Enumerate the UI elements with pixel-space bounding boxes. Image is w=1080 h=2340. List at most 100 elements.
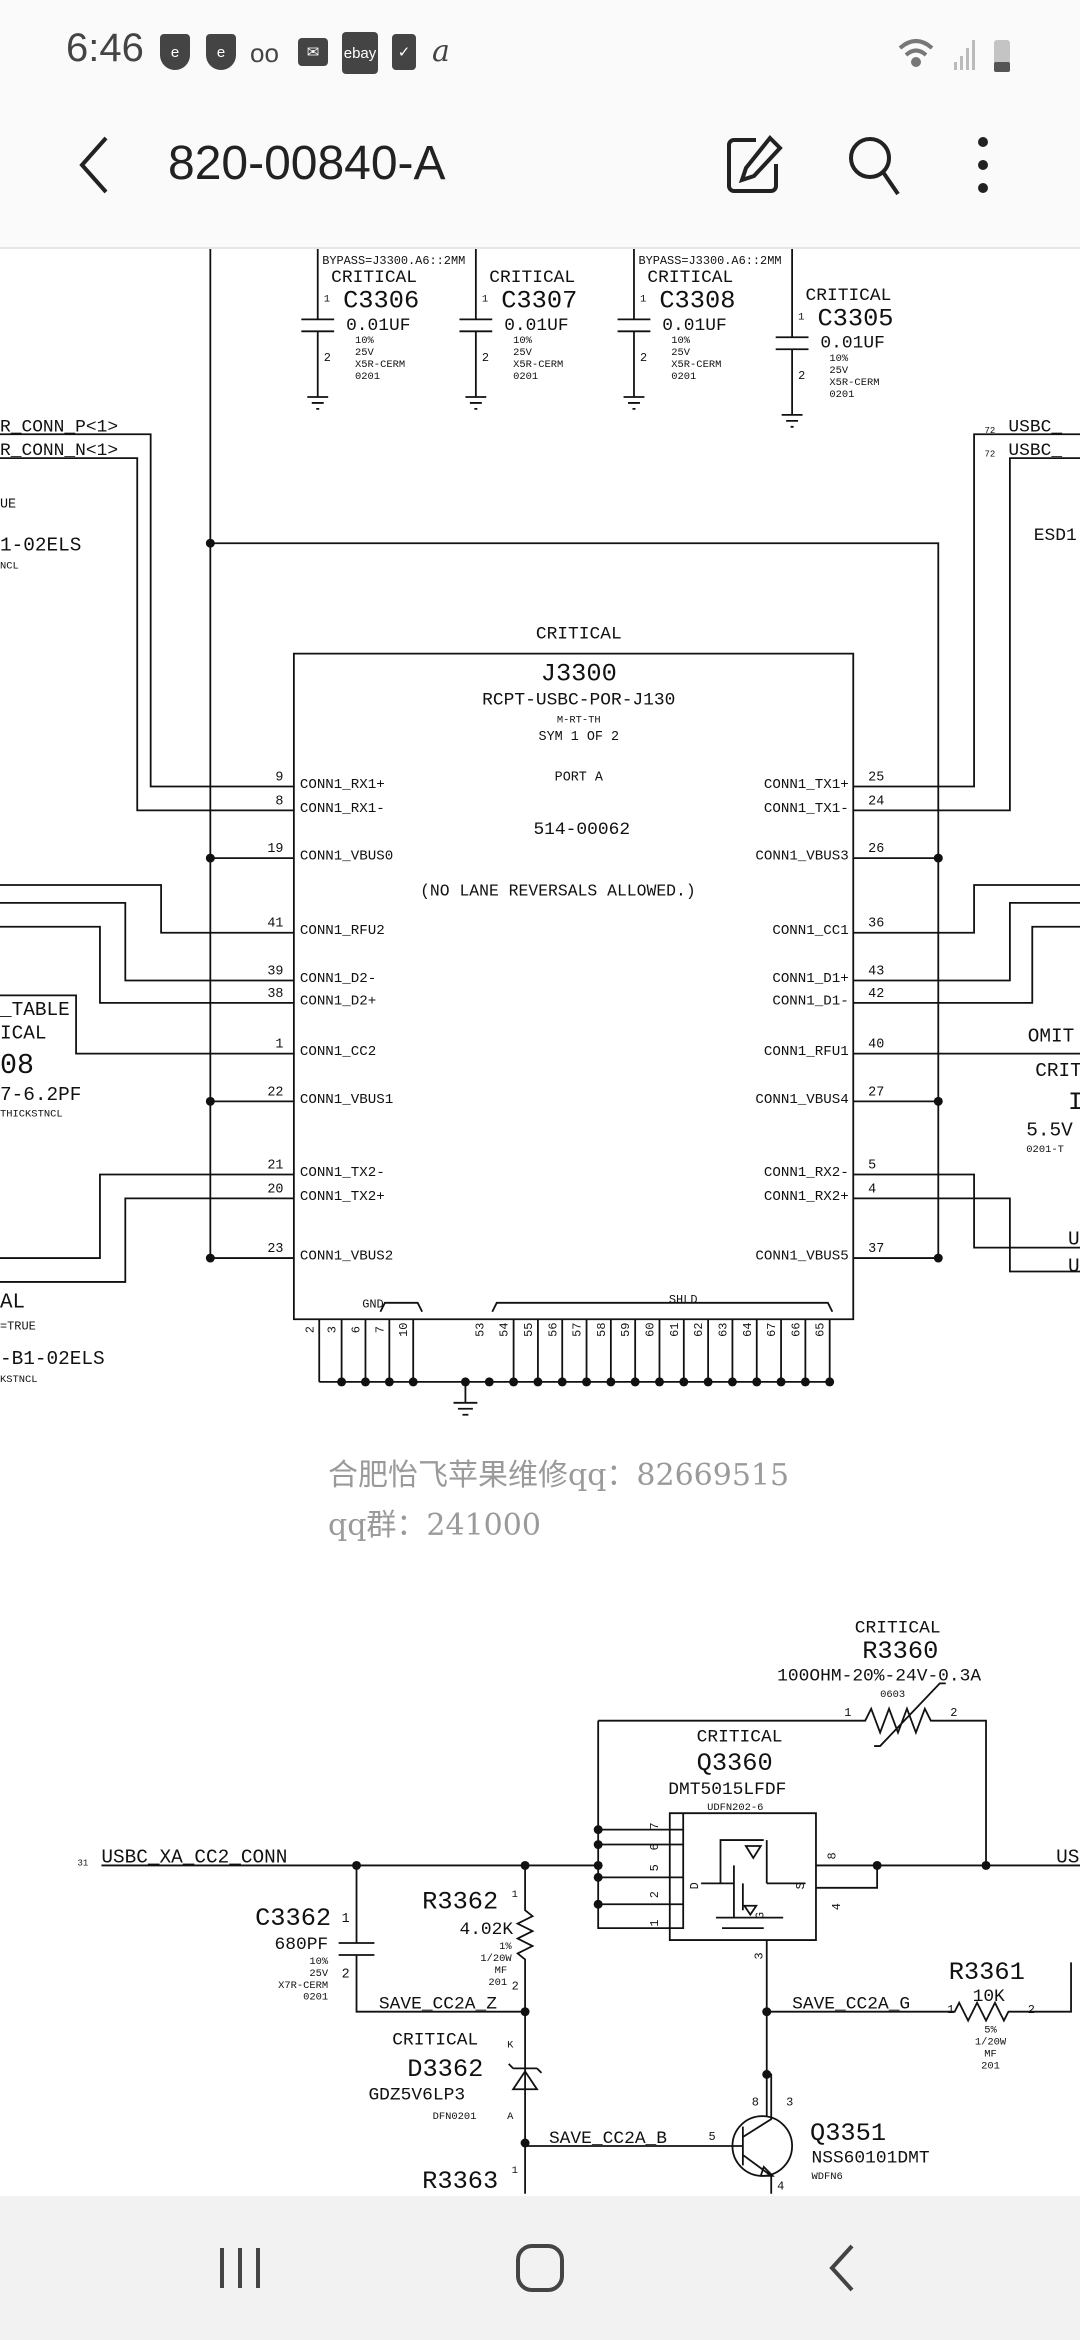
pin-number: 2 (482, 351, 489, 365)
junction-dot (533, 1377, 543, 1387)
home-button[interactable] (510, 2238, 570, 2298)
system-nav-bar (0, 2196, 1080, 2340)
j3300-header: CRITICAL J3300 RCPT-USBC-POR-J130 M-RT-T… (362, 625, 697, 1312)
j3300-part: RCPT-USBC-POR-J130 (482, 690, 675, 710)
pin-wire (853, 884, 1080, 934)
net-label: R_CONN_N<1> (0, 441, 118, 461)
signal-icon (954, 40, 975, 70)
q3360-pkg: UDFN202-6 (707, 1802, 763, 1814)
cap-ref: C3308 (659, 286, 735, 315)
pin-number: 2 (303, 1326, 317, 1333)
cap-volt: 25V (355, 347, 375, 359)
pin-number: 2 (950, 1706, 957, 1720)
pin-wire (853, 901, 1080, 982)
junction-dot (825, 1377, 835, 1387)
r3362-type: MF (495, 1965, 508, 1977)
junction-dot (933, 853, 943, 863)
pin-number: 54 (498, 1323, 512, 1337)
q3351-ref: Q3351 (810, 2119, 886, 2148)
pin-name-conn1_vbus3: CONN1_VBUS3 (755, 849, 848, 865)
search-button[interactable] (840, 130, 910, 200)
more-options-button[interactable] (948, 130, 1018, 200)
capacitor-symbol (459, 247, 493, 410)
cap-tol: 10% (829, 353, 849, 365)
cap-critical: CRITICAL (806, 286, 892, 306)
pin-wire (0, 925, 294, 1004)
pin-number: 9 (275, 770, 283, 785)
pin-number: 1 (844, 1706, 851, 1720)
watermark-text: qq群：241000 (328, 1508, 541, 1543)
junction-dot (520, 2007, 530, 2017)
more-vert-icon (978, 137, 988, 193)
generated-labels: CRITICALC330610.01UF10%25VX5R-CERM02012C… (267, 268, 893, 1337)
back-button[interactable] (60, 130, 130, 200)
r3361-value: 10K (973, 1987, 1005, 2007)
junction-dot (408, 1377, 418, 1387)
pin-number: 65 (814, 1323, 828, 1337)
r3360-critical: CRITICAL (855, 1619, 941, 1639)
r3362-ref: R3362 (422, 1888, 498, 1917)
wifi-icon (898, 39, 934, 67)
edit-button[interactable] (720, 130, 790, 200)
pin-wire (853, 1173, 1080, 1249)
pin-number: 1 (482, 293, 488, 305)
partial-label: 5.5V (1026, 1120, 1073, 1142)
shield-app-icon: e (160, 34, 190, 70)
shield-app-icon: e (206, 34, 236, 70)
q3360-critical: CRITICAL (697, 1728, 783, 1748)
junction-dot (981, 1860, 991, 1870)
nav-back-button[interactable] (814, 2238, 874, 2298)
r3361-pkg: 201 (981, 2060, 1000, 2072)
cap-ref: C3306 (343, 286, 419, 315)
c3362-diel: X7R-CERM (278, 1980, 328, 1992)
recent-apps-button[interactable] (210, 2238, 270, 2298)
ebay-icon: ebay (342, 32, 378, 74)
cap-tol: 10% (513, 335, 533, 347)
cap-volt: 25V (671, 347, 691, 359)
junction-dot (593, 1860, 603, 1870)
pin-number: 8 (275, 794, 283, 809)
partial-label: U (1068, 1255, 1080, 1277)
r3361-ref: R3361 (949, 1958, 1025, 1987)
net-label: R_CONN_P<1> (0, 417, 118, 437)
pin-number: 2 (640, 351, 647, 365)
pin-number: 5 (648, 1864, 662, 1871)
r3361-tol: 5% (984, 2025, 997, 2037)
pin-label: S (794, 1882, 808, 1889)
junction-dot (606, 1377, 616, 1387)
pin-number: 2 (324, 351, 331, 365)
d3362-ref: D3362 (407, 2055, 483, 2084)
bypass-label: BYPASS=J3300.A6::2MM (322, 254, 465, 268)
pin-number: 24 (868, 794, 884, 809)
partial-label: NCL (0, 561, 19, 573)
junction-dot (484, 1377, 494, 1387)
pin-number: 6 (350, 1326, 364, 1333)
capacitor-symbol (775, 247, 809, 428)
cap-volt: 25V (513, 347, 533, 359)
junction-dot (752, 1377, 762, 1387)
c3362-ref: C3362 (255, 1904, 331, 1933)
junction-dot (557, 1377, 567, 1387)
net-page-ref: 31 (78, 1858, 89, 1868)
pin-number: 64 (741, 1323, 755, 1337)
junction-dot (703, 1377, 713, 1387)
cap-ref: C3305 (817, 304, 893, 333)
r3362-value: 4.02K (459, 1920, 513, 1940)
pin-number: 23 (267, 1242, 283, 1257)
r3362-tol: 1% (499, 1941, 512, 1953)
pin-number: 8 (825, 1852, 839, 1859)
pin-number: 3 (326, 1326, 340, 1333)
pin-wire (0, 433, 294, 788)
pin-name-conn1_cc1: CONN1_CC1 (772, 923, 848, 939)
document-title: 820-00840-A (168, 137, 446, 190)
partial-label: 08 (0, 1049, 34, 1082)
pin-name-conn1_d2+: CONN1_D2+ (300, 993, 376, 1009)
pin-number: 41 (267, 917, 283, 932)
junction-dot (593, 1840, 603, 1850)
pin-number: 1 (342, 1912, 350, 1927)
pin-number: 61 (668, 1323, 682, 1337)
junction-dot (593, 1899, 603, 1909)
pin-name-conn1_rx2+: CONN1_RX2+ (764, 1189, 849, 1205)
q3351-pkg: WDFN6 (811, 2171, 842, 2183)
